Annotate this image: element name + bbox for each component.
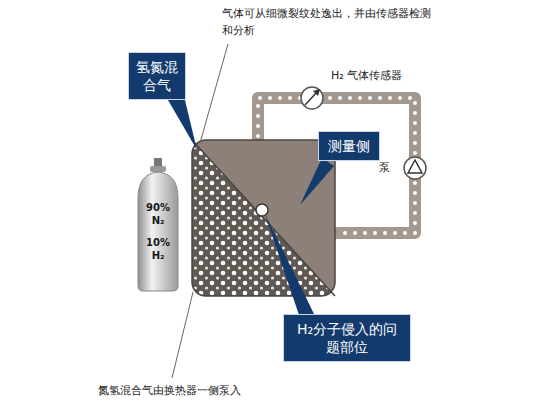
callout-box: 氢氮混合气	[128, 52, 186, 100]
leader-line	[200, 44, 228, 143]
callout-pointer	[168, 92, 197, 150]
callout-text: 测量侧	[325, 137, 373, 155]
annotation: H₂ 气体传感器	[331, 68, 431, 85]
gas-fraction: 90% N₂	[143, 202, 173, 227]
annotation: 氮氢混合气由换热器一侧泵入	[98, 383, 318, 400]
leader-line	[172, 292, 193, 378]
callout-box: H₂分子侵入的问题部位	[283, 314, 411, 362]
callout-box: 测量侧	[318, 131, 380, 161]
gas-sensor	[301, 87, 323, 109]
callout-pointer	[300, 158, 334, 205]
callout-pointer	[265, 214, 316, 318]
annotation: 泵	[379, 160, 395, 177]
heat-exchanger	[192, 140, 335, 296]
callout-text: 氢氮混合气	[135, 58, 179, 94]
gas-cylinder-node: 90% N₂ 10% H₂	[133, 158, 183, 292]
pump	[404, 157, 426, 179]
problem-spot	[256, 204, 268, 216]
annotation: 气体可从细微裂纹处逸出，并由传感器检测和分析	[222, 6, 440, 39]
gas-fraction: 10% H₂	[143, 237, 173, 262]
callout-text: H₂分子侵入的问题部位	[290, 320, 404, 356]
